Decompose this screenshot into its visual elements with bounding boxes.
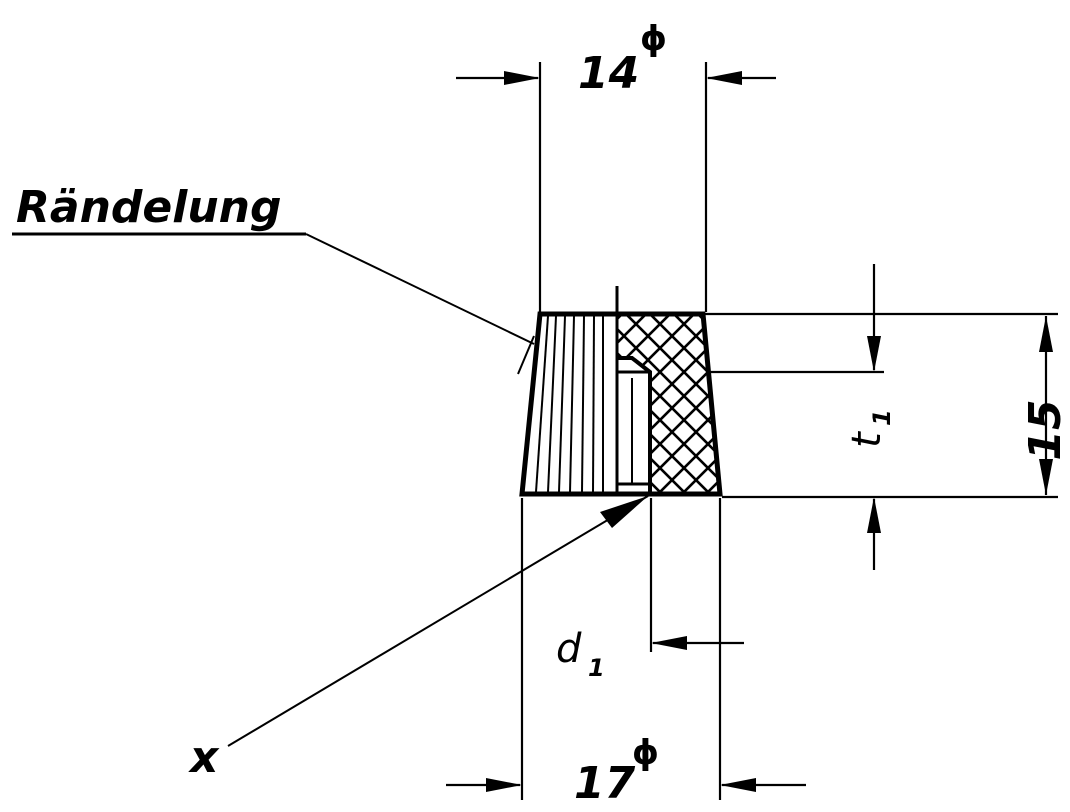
section-hatching-lower: [650, 372, 720, 494]
x-leader-line: [227, 495, 649, 747]
dimension-top: [456, 62, 776, 312]
dimension-bore: [649, 498, 744, 652]
bore-subscript: 1: [588, 654, 605, 682]
depth-subscript: 1: [868, 409, 896, 426]
knurl-lines: [535, 315, 604, 493]
dimension-height: [705, 312, 1058, 499]
arrow-height-bottom: [1039, 459, 1053, 495]
x-label: x: [188, 732, 220, 783]
arrow-height-top: [1039, 316, 1053, 352]
arrow-top-right: [706, 71, 742, 85]
arrow-bottom-right: [720, 778, 756, 792]
section-hatching-upper: [617, 314, 707, 372]
bore-label: d: [556, 626, 582, 672]
arrow-top-left: [504, 71, 540, 85]
arrow-bottom-left: [486, 778, 522, 792]
height-dimension-value: 15: [1020, 399, 1070, 460]
arrow-depth-bottom: [867, 497, 881, 533]
x-leader-arrow: [600, 496, 648, 528]
knurl-leader: [12, 232, 535, 375]
arrow-depth-top: [867, 336, 881, 372]
knob-section: [519, 286, 723, 497]
top-dimension-value: 14: [578, 48, 639, 99]
dimension-bottom: [446, 498, 806, 800]
knurl-label: Rändelung: [16, 182, 281, 233]
top-diameter-symbol: ϕ: [640, 19, 667, 59]
depth-label: t: [844, 431, 890, 448]
bottom-diameter-symbol: ϕ: [632, 733, 659, 773]
arrow-bore: [651, 636, 687, 650]
dimension-depth: [708, 264, 884, 570]
knob-outline: [519, 311, 723, 497]
bottom-dimension-value: 17: [574, 758, 636, 809]
bore: [615, 286, 652, 496]
